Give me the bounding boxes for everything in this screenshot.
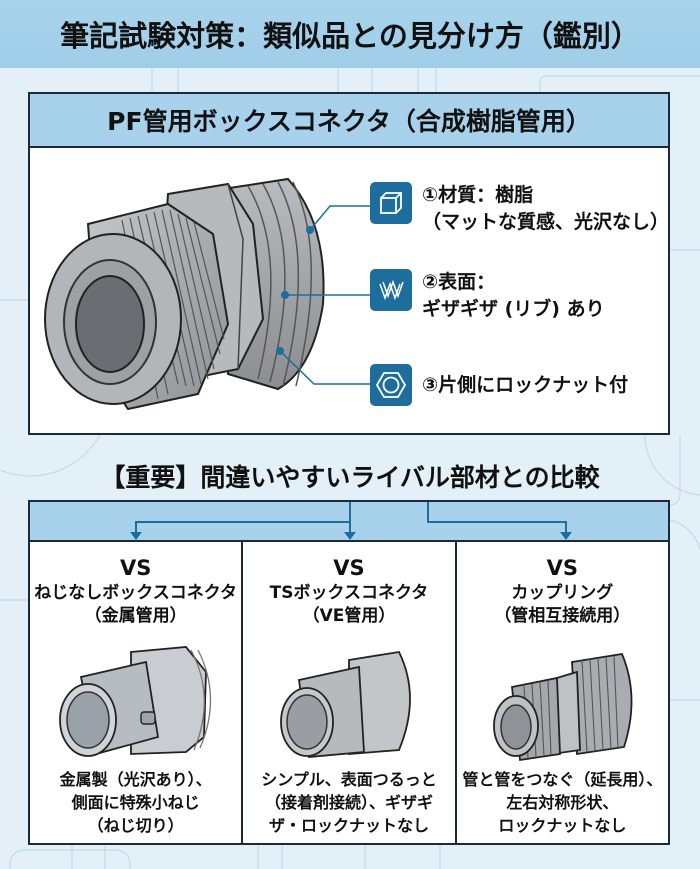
callout-text-line1: ①材質：樹脂	[422, 184, 534, 206]
item-usage: （金属管用）	[84, 606, 187, 626]
page-title: 筆記試験対策：類似品との見分け方（鑑別）	[60, 19, 640, 53]
callout-text-line2: ギザギザ (リブ) あり	[422, 298, 605, 320]
item-name: TSボックスコネクタ	[269, 583, 429, 603]
branch-arrows	[130, 482, 572, 540]
callout-text-line1: ②表面：	[422, 271, 496, 293]
comparison-item-ts-connector: VS TSボックスコネクタ （VE管用） シンプル、表面つるっと （接着剤接続）…	[243, 542, 457, 843]
item-description: シンプル、表面つるっと （接着剤接続）、ギザギ ザ・ロックナットなし	[261, 770, 437, 835]
callout-text-line2: （マットな質感、光沢なし）	[422, 211, 670, 233]
item-description: 管と管をつなぐ（延長用）、 左右対称形状、 ロックナットなし	[462, 770, 663, 835]
comparison-item-screwless-connector: VS ねじなしボックスコネクタ （金属管用） 金属製（光沢あり）、 側面に特殊小…	[30, 542, 244, 843]
pf-connector-panel: PF管用ボックスコネクタ（合成樹脂管用）	[28, 92, 670, 435]
callout-text-line1: ③片側にロックナット付	[422, 374, 629, 396]
vs-label: VS	[546, 556, 579, 580]
ts-connector-illustration	[280, 651, 411, 758]
vs-label: VS	[333, 556, 365, 580]
hex-nut-icon	[370, 364, 412, 406]
comparison-heading: 【重要】間違いやすいライバル部材との比較	[100, 463, 600, 492]
item-description: 金属製（光沢あり）、 側面に特殊小ねじ （ねじ切り）	[59, 770, 212, 835]
panel-title: PF管用ボックスコネクタ（合成樹脂管用）	[107, 107, 591, 136]
item-name: ねじなしボックスコネクタ	[34, 583, 238, 603]
vs-label: VS	[119, 556, 152, 580]
coupling-illustration	[493, 652, 633, 762]
pf-box-connector-illustration	[44, 177, 378, 411]
screwless-connector-illustration	[58, 646, 211, 757]
item-usage: （VE管用）	[302, 606, 396, 626]
panel-header: PF管用ボックスコネクタ（合成樹脂管用）	[30, 94, 668, 148]
item-usage: （管相互接続用）	[494, 606, 631, 626]
callout-lock-nut: ③片側にロックナット付	[370, 364, 628, 406]
callout-surface: ②表面： ギザギザ (リブ) あり	[370, 269, 605, 323]
comparison-panel: VS ねじなしボックスコネクタ （金属管用） 金属製（光沢あり）、 側面に特殊小…	[28, 482, 670, 845]
title-bar: 筆記試験対策：類似品との見分け方（鑑別）	[0, 0, 700, 68]
cube-icon	[370, 182, 412, 224]
comparison-arrow-band	[30, 482, 668, 542]
comparison-item-coupling: VS カップリング （管相互接続用） 管と管を	[457, 542, 668, 843]
ridges-icon	[370, 269, 412, 311]
item-name: カップリング	[511, 583, 614, 603]
callout-material: ①材質：樹脂 （マットな質感、光沢なし）	[370, 182, 670, 236]
